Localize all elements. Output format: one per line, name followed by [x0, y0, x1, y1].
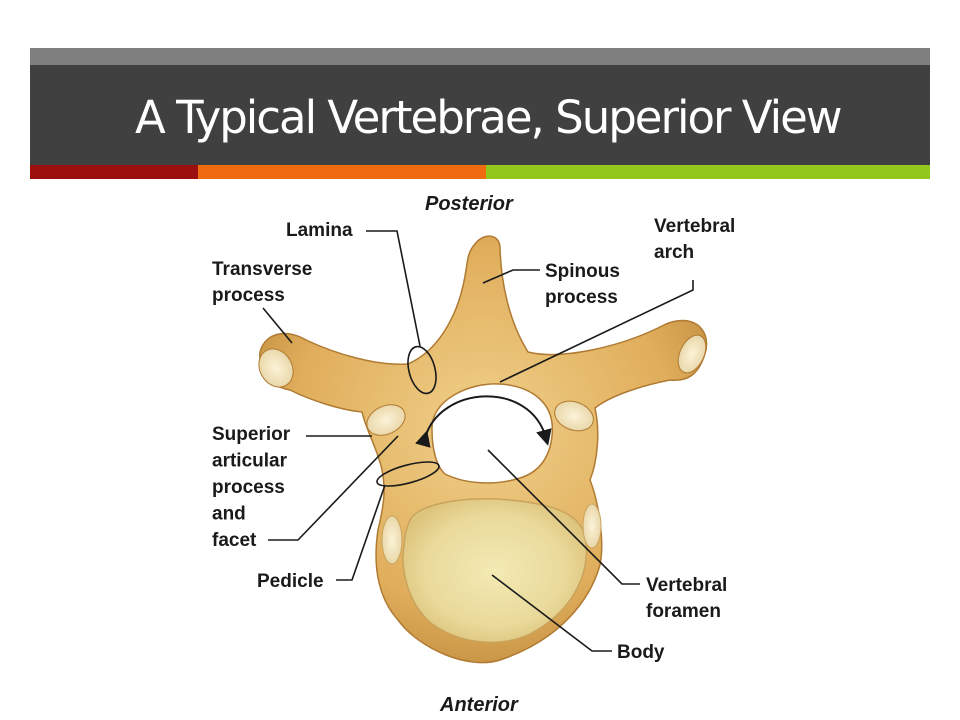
vertebral-body-shape	[402, 498, 588, 643]
transverse-process-label: Transverse process	[212, 259, 318, 306]
vertebral-foramen-leader	[487, 449, 640, 585]
vertebral-arch-leader	[499, 280, 694, 383]
accent-bar-red	[30, 165, 198, 179]
spinous-process-leader	[482, 269, 540, 284]
anterior-label: Anterior	[439, 694, 519, 716]
right-inferior-facet	[582, 503, 602, 549]
vertebral-arch-arrow	[415, 395, 552, 448]
slide-title: A Typical Vertebrae, Superior View	[135, 91, 843, 144]
vertebral-foramen-shape	[431, 383, 554, 484]
left-superior-facet	[366, 404, 406, 436]
left-inferior-facet	[381, 515, 403, 565]
vertebra-bone	[258, 235, 708, 664]
right-transverse-tip	[677, 334, 707, 374]
pedicle-leader	[336, 484, 386, 581]
pedicle-label: Pedicle	[257, 571, 324, 592]
left-transverse-tip	[258, 348, 294, 388]
superior-articular-label: Superior articular process and facet	[212, 424, 295, 551]
accent-bar-green	[486, 165, 930, 179]
facet-leader	[268, 435, 399, 541]
transverse-process-leader	[262, 307, 293, 344]
title-top-strip	[30, 48, 930, 65]
vertebral-arch-label: Vertebral arch	[654, 216, 741, 263]
lamina-label: Lamina	[286, 220, 353, 241]
spinous-process-label: Spinous process	[545, 261, 625, 308]
vertebral-foramen-label: Vertebral foramen	[646, 575, 733, 622]
accent-bar-orange	[198, 165, 486, 179]
lamina-leader	[366, 230, 421, 347]
posterior-label: Posterior	[425, 193, 514, 215]
body-label: Body	[617, 642, 665, 663]
pedicle-circle	[376, 461, 440, 487]
title-bar	[30, 65, 930, 165]
right-superior-facet	[554, 400, 594, 432]
body-leader	[491, 574, 612, 652]
lamina-circle	[407, 345, 437, 395]
